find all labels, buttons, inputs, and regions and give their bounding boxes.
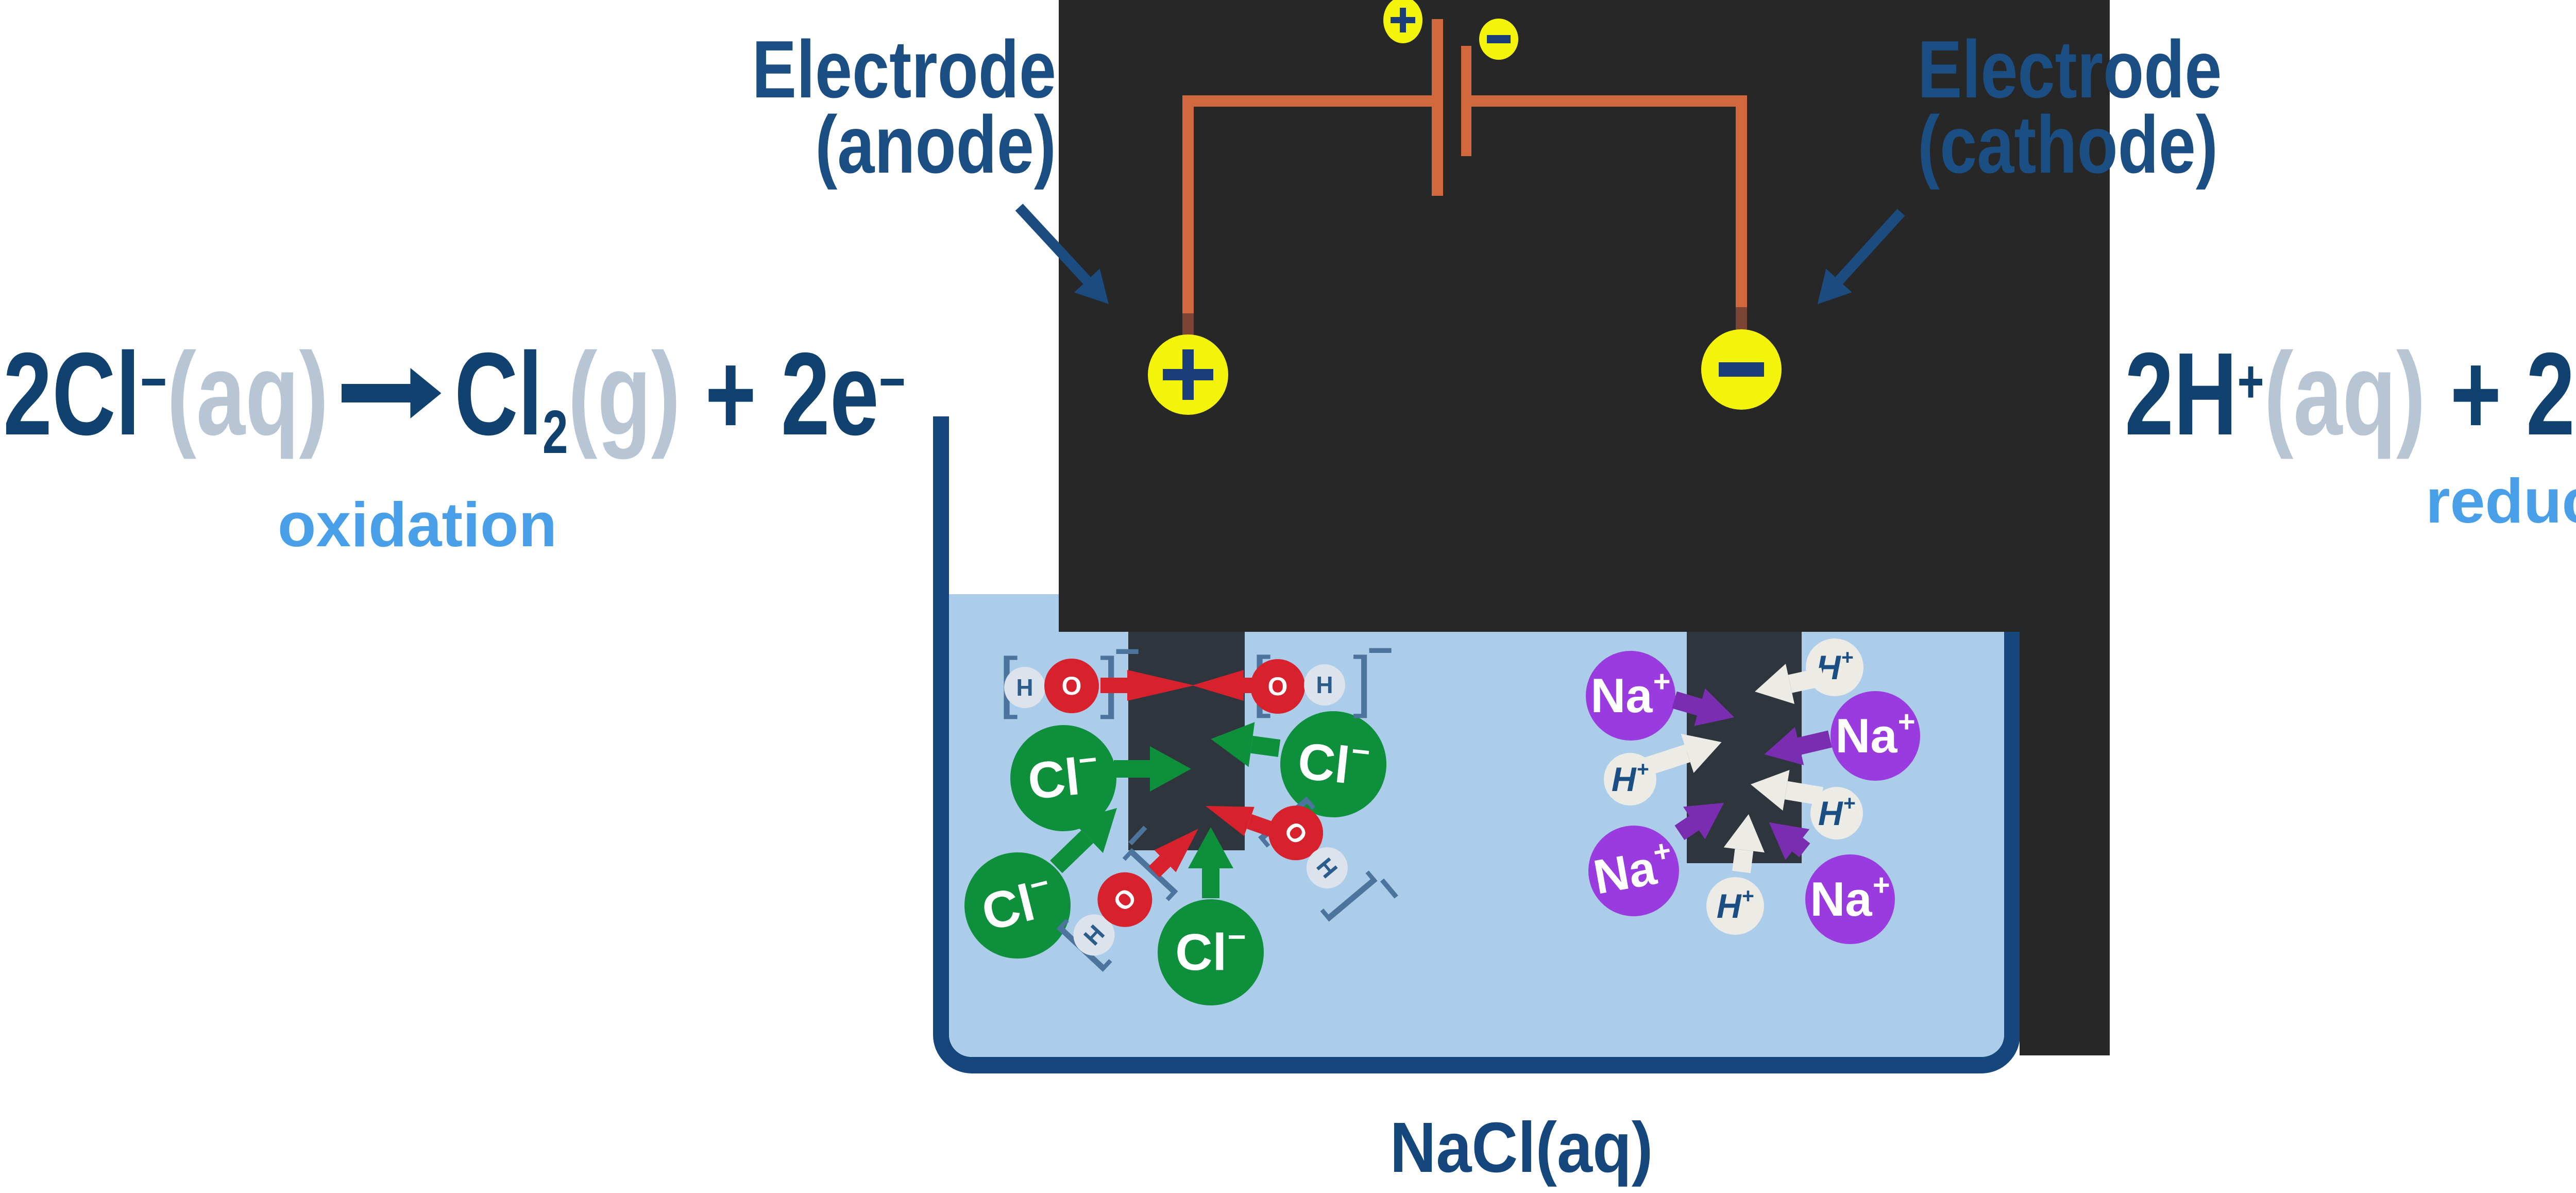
- ion-symbol: Cl: [1025, 747, 1082, 811]
- wire-left-horizontal: [1188, 95, 1437, 107]
- hydroxide-arrow: [1192, 670, 1258, 701]
- hydroxide-molecule: [OH]−: [1250, 626, 1393, 730]
- ion-symbol: Na: [1810, 872, 1872, 926]
- bracket-close: ]: [1353, 643, 1372, 718]
- hydrogen-arrow: [1723, 812, 1769, 873]
- wire-right-vertical: [1736, 95, 1747, 308]
- anode-plus-badge: [1148, 334, 1228, 415]
- hydrogen-ion: H+: [1806, 638, 1863, 696]
- equation-segment: 2: [542, 398, 568, 466]
- ion-symbol: Na: [1835, 709, 1897, 763]
- plus-icon: [1400, 8, 1406, 32]
- cathode-label-line2: (cathode): [1918, 99, 2218, 190]
- hydrogen-ion: H+: [1810, 787, 1863, 839]
- ion-symbol: H: [1611, 760, 1636, 798]
- plus-icon: [1182, 349, 1194, 400]
- chloride-arrow: [1208, 716, 1281, 767]
- arrowhead-icon: [1150, 746, 1191, 792]
- atom-symbol: H: [1311, 852, 1343, 883]
- arrowhead-icon: [1192, 670, 1244, 701]
- reaction-arrow-icon: [341, 368, 442, 418]
- hydrogen-atom: H: [1004, 667, 1045, 708]
- equation-segment: +: [2237, 348, 2264, 416]
- hydroxide-arrow: [1100, 670, 1194, 701]
- ion-symbol: Na: [1589, 840, 1660, 904]
- anode-electrode-slab: [1128, 632, 1245, 850]
- cathode-label: Electrode (cathode): [1918, 24, 2256, 190]
- wire-left-shadow: [1182, 313, 1194, 337]
- sodium-ion: Na+: [1586, 651, 1675, 741]
- chloride-arrow: [1188, 827, 1233, 898]
- ion-charge: +: [1741, 883, 1754, 908]
- equation-segment: (aq): [2264, 329, 2426, 460]
- oxidation-half-equation: 2Cl−(aq)Cl2(g) + 2e−: [3, 335, 906, 473]
- battery-plus-badge: [1383, 0, 1422, 43]
- ion-symbol: Cl: [1295, 731, 1353, 795]
- equation-segment: + 2e: [680, 329, 879, 460]
- ion-charge: −: [1076, 741, 1099, 779]
- hydrogen-ion: H+: [1706, 877, 1764, 935]
- atom-symbol: H: [1016, 674, 1033, 701]
- equation-segment: 2H: [2125, 329, 2238, 460]
- oxygen-atom: O: [1250, 659, 1305, 714]
- ion-symbol: Cl: [1175, 923, 1227, 981]
- cathode-minus-badge: [1701, 329, 1782, 410]
- solution-label: NaCl(aq): [1389, 1108, 1653, 1187]
- battery-negative-plate: [1461, 46, 1471, 156]
- equation-segment: Cl: [454, 329, 543, 460]
- reduction-caption: reduction: [2426, 466, 2576, 536]
- equation-segment: (g): [568, 329, 681, 460]
- battery-positive-plate: [1432, 19, 1443, 196]
- arrowhead-icon: [1127, 670, 1194, 701]
- atom-symbol: O: [1267, 672, 1288, 701]
- arrowhead-icon: [1723, 812, 1769, 853]
- reduction-half-equation: 2H+(aq) + 2e−H2(g): [2125, 335, 2576, 473]
- ion-charge: −: [1349, 733, 1372, 770]
- molecule-charge: −: [1367, 626, 1394, 675]
- cathode-electrode-slab: [1687, 632, 1802, 863]
- sodium-ion: Na+: [1831, 691, 1920, 781]
- atom-symbol: O: [1061, 671, 1082, 700]
- chloride-arrow: [1114, 746, 1191, 792]
- ion-charge: +: [1841, 645, 1854, 669]
- minus-icon: [1719, 362, 1764, 377]
- wire-right-shadow: [1736, 307, 1747, 331]
- hydrogen-atom: H: [1304, 664, 1345, 705]
- ion-charge: +: [1897, 704, 1916, 738]
- equation-segment: −: [878, 348, 906, 416]
- ion-charge: +: [1636, 757, 1649, 781]
- equation-segment: 2Cl: [3, 329, 141, 460]
- molecule-charge: −: [1114, 627, 1141, 676]
- wire-right-horizontal: [1471, 95, 1743, 107]
- ion-symbol: H: [1818, 794, 1843, 832]
- battery-minus-badge: [1479, 19, 1518, 60]
- arrowhead-icon: [1747, 764, 1790, 811]
- equation-segment: (aq): [167, 329, 329, 460]
- ion-charge: −: [1227, 919, 1246, 955]
- anode-label-line2: (anode): [815, 99, 1056, 190]
- oxidation-caption: oxidation: [277, 490, 557, 560]
- ion-charge: +: [1872, 868, 1890, 902]
- sodium-ion: Na+: [1805, 854, 1895, 944]
- anode-label-line1: Electrode: [752, 24, 1056, 115]
- wire-left-vertical: [1182, 95, 1194, 314]
- circuit-panel-right-band: [2020, 632, 2110, 1055]
- atom-symbol: O: [1107, 882, 1143, 917]
- atom-symbol: H: [1316, 671, 1333, 698]
- hydroxide-molecule: [HO]−: [999, 627, 1140, 731]
- cathode-label-line1: Electrode: [1918, 24, 2222, 115]
- oxygen-atom: O: [1044, 659, 1099, 713]
- ion-charge: +: [1843, 791, 1856, 815]
- ion-symbol: H: [1716, 887, 1741, 925]
- ion-symbol: Na: [1590, 668, 1653, 722]
- atom-symbol: O: [1278, 816, 1314, 850]
- chloride-ion: Cl−: [1158, 899, 1264, 1005]
- anode-label: Electrode (anode): [718, 24, 1056, 190]
- ion-charge: +: [1653, 664, 1671, 698]
- equation-segment: + 2e: [2450, 329, 2576, 460]
- arrowhead-icon: [1208, 716, 1255, 767]
- minus-icon: [1487, 35, 1511, 43]
- equation-segment: −: [140, 348, 167, 416]
- atom-symbol: H: [1078, 919, 1110, 951]
